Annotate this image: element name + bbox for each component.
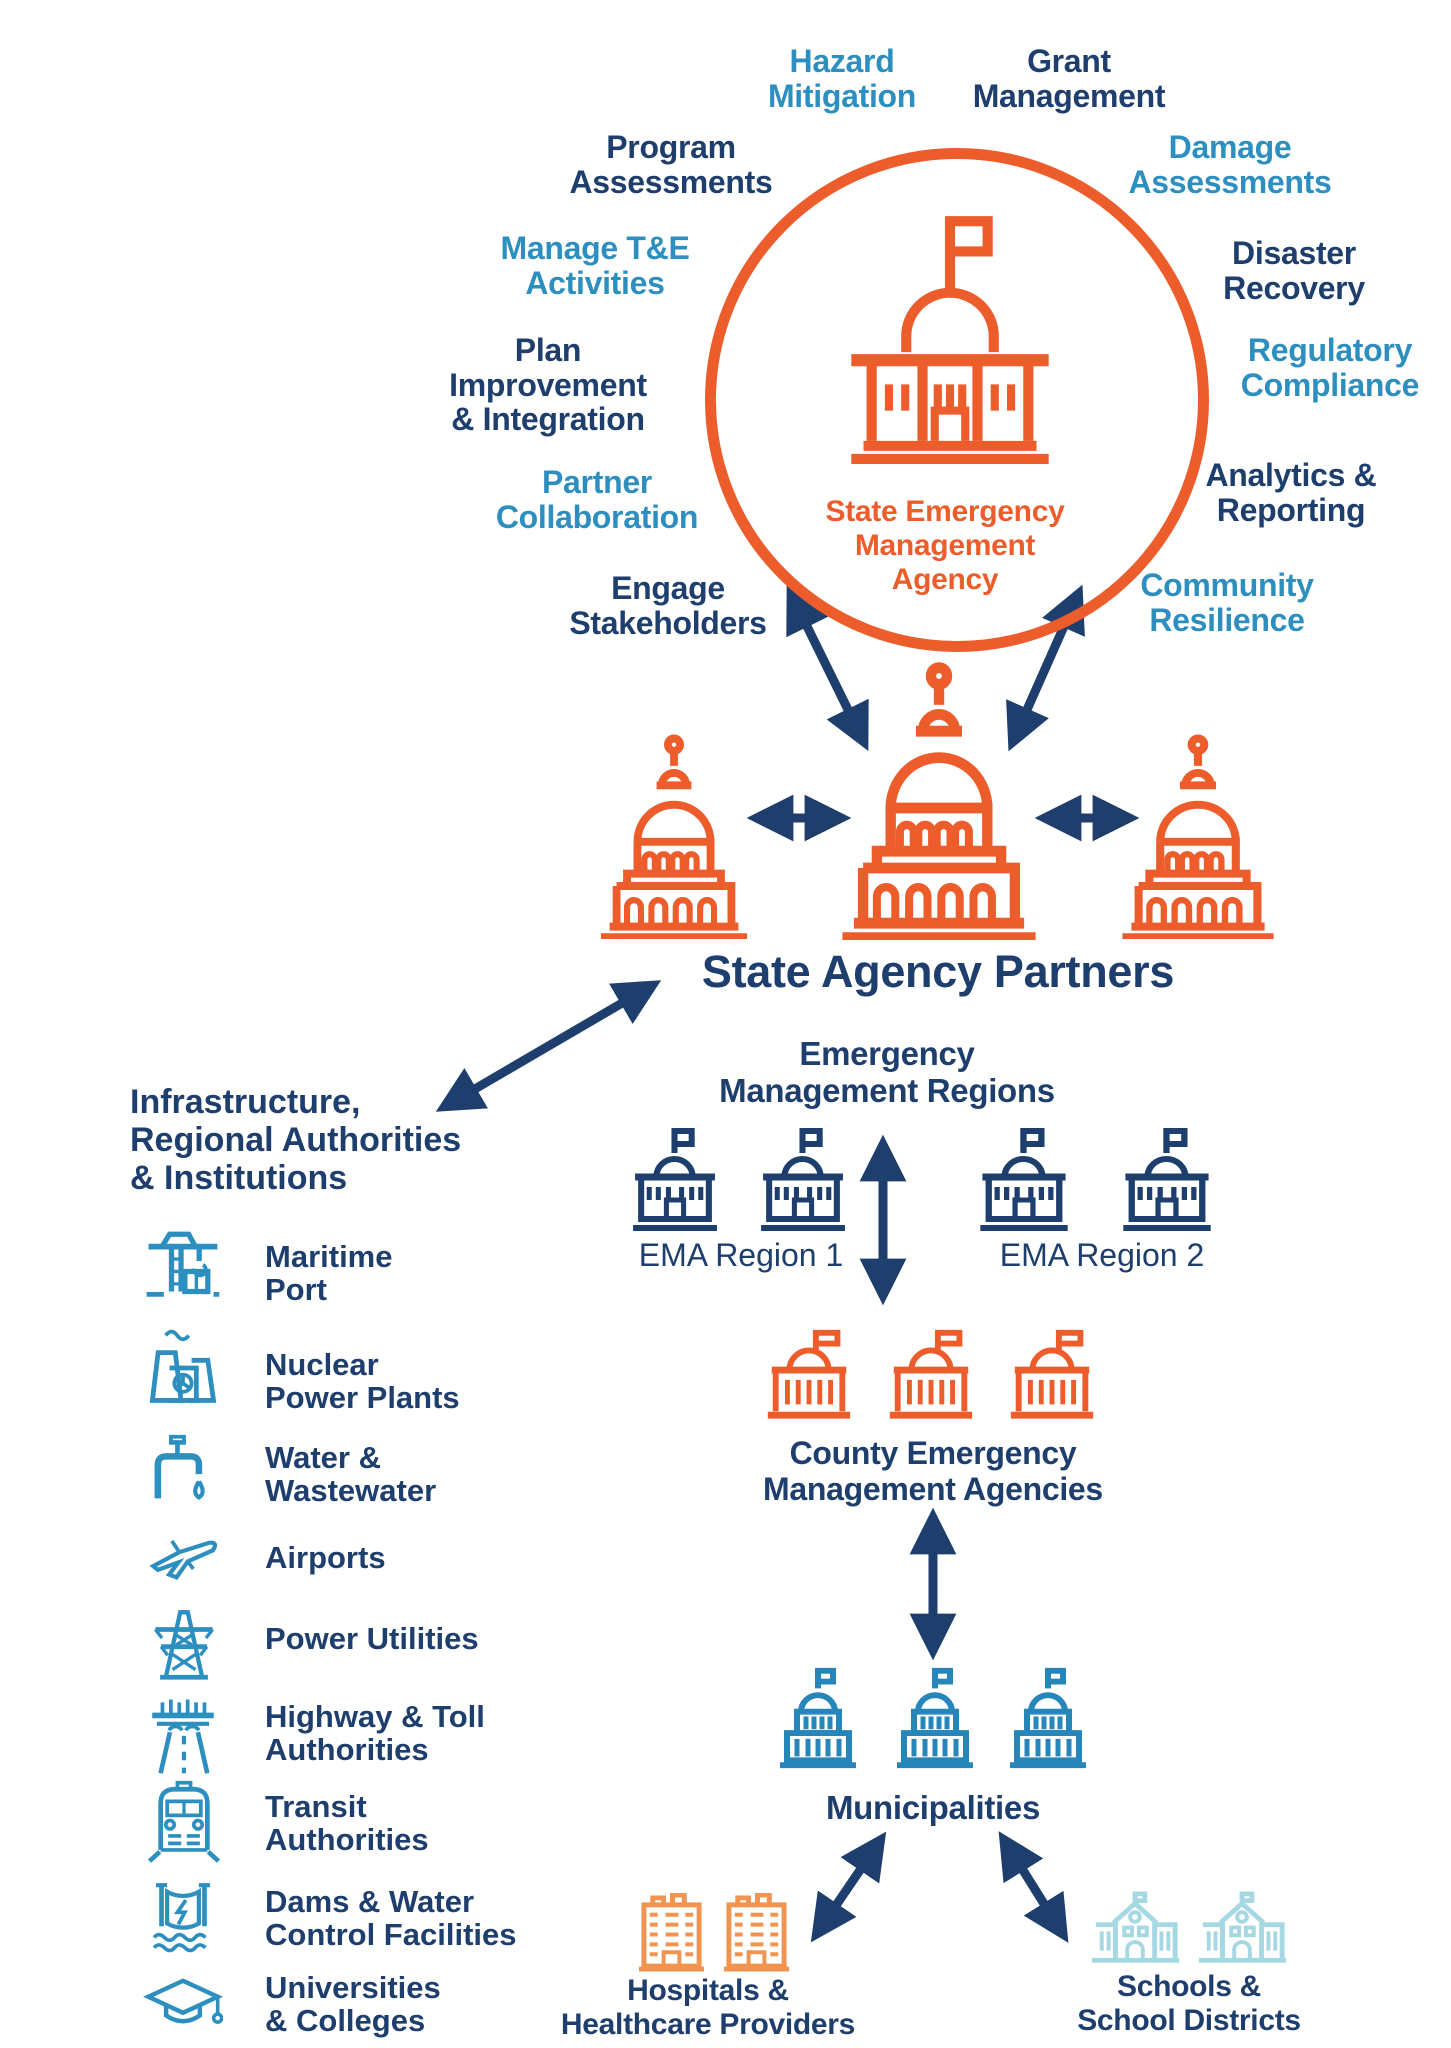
function-label-grant-management: Grant Management [972,43,1166,114]
partners-title: State Agency Partners [701,946,1175,997]
highway-icon [138,1693,228,1777]
capitol-dome-icon [587,727,761,939]
arrow-partners-to-infrastructure [435,980,662,1112]
hospitals-label: Hospitals & Healthcare Providers [560,1974,856,2041]
dam-icon [138,1874,228,1958]
infrastructure-item-water-wastewater: Water & Wastewater [265,1440,437,1509]
schools-label: Schools & School Districts [1077,1970,1301,2037]
arrow-municipalities-schools [998,1831,1069,1943]
school-building-icon [1089,1891,1182,1968]
county-capitol-icon [882,1325,980,1423]
maritime-port-icon [136,1217,228,1303]
function-label-community-resilience: Community Resilience [1140,567,1314,638]
county-capitol-icon [760,1325,858,1423]
infrastructure-item-nuclear-power-plants: Nuclear Power Plants [265,1347,460,1416]
arrow-sema-to-partners-left [786,585,869,751]
school-building-icon [1196,1891,1289,1968]
infrastructure-item-dams-water-control: Dams & Water Control Facilities [265,1884,517,1953]
function-label-regulatory-compliance: Regulatory Compliance [1240,332,1420,403]
graduation-cap-icon [136,1963,230,2043]
function-label-damage-assessments: Damage Assessments [1128,129,1332,200]
infrastructure-item-power-utilities: Power Utilities [265,1621,479,1656]
ema-region-2-label: EMA Region 2 [999,1237,1205,1273]
nuclear-plant-icon [136,1324,228,1410]
government-building-icon [974,1121,1074,1231]
capitol-dome-icon [824,652,1054,940]
municipal-building-icon [1003,1665,1093,1772]
government-building-icon [627,1121,723,1231]
municipal-building-icon [773,1665,863,1772]
water-faucet-icon [140,1420,228,1504]
county-capitol-icon [1003,1325,1101,1423]
municipal-building-icon [890,1665,980,1772]
municipalities-label: Municipalities [825,1789,1040,1826]
function-label-manage-te-activities: Manage T&E Activities [500,230,690,301]
infrastructure-item-universities-colleges: Universities & Colleges [265,1970,441,2039]
ema-region-1-label: EMA Region 1 [638,1237,844,1273]
infrastructure-item-airports: Airports [265,1540,386,1575]
regions-title: Emergency Management Regions [719,1035,1055,1109]
infrastructure-item-maritime-port: Maritime Port [265,1239,393,1308]
arrow-municipalities-hospitals [810,1831,887,1943]
airplane-icon [136,1512,232,1596]
function-label-engage-stakeholders: Engage Stakeholders [569,570,767,641]
function-label-partner-collaboration: Partner Collaboration [495,464,699,535]
capitol-dome-icon [1108,727,1288,939]
hospital-building-icon [721,1893,792,1972]
function-label-hazard-mitigation: Hazard Mitigation [767,43,917,114]
infrastructure-item-highway-toll: Highway & Toll Authorities [265,1699,485,1768]
infrastructure-title: Infrastructure, Regional Authorities & I… [130,1083,462,1198]
function-label-plan-improvement: Plan Improvement & Integration [449,332,647,438]
government-building-icon [755,1121,851,1231]
sema-circle [705,148,1209,652]
power-tower-icon [140,1597,228,1683]
capitol-building-icon [833,193,1067,465]
government-building-icon [1117,1121,1217,1231]
hospital-building-icon [636,1893,707,1972]
county-label: County Emergency Management Agencies [763,1435,1103,1507]
function-label-program-assessments: Program Assessments [569,129,773,200]
infrastructure-item-transit-authorities: Transit Authorities [265,1789,429,1858]
sema-title: State Emergency Management Agency [825,495,1065,597]
function-label-disaster-recovery: Disaster Recovery [1223,235,1365,306]
train-icon [140,1779,228,1863]
function-label-analytics-reporting: Analytics & Reporting [1205,457,1377,528]
